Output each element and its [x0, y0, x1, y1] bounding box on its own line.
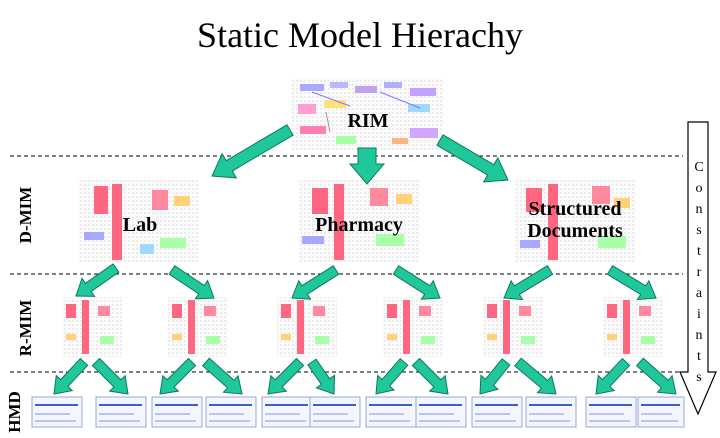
- level-label-hmd: HMD: [5, 391, 24, 433]
- lab-label: Lab: [100, 214, 180, 236]
- constraints-letter: r: [696, 265, 702, 280]
- lab-diagram: [78, 180, 198, 262]
- hierarchy-arrow: [392, 265, 441, 300]
- hierarchy-arrow: [375, 358, 409, 395]
- hierarchy-arrow: [291, 265, 340, 300]
- rim-diagram: [292, 78, 444, 150]
- hierarchy-arrow: [606, 265, 657, 301]
- constraints-letter: s: [696, 223, 702, 238]
- hierarchy-arrow: [53, 357, 89, 395]
- pharmacy-diagram: [298, 180, 420, 262]
- constraints-letter: n: [695, 328, 703, 343]
- level-label-dmim: D-MIM: [16, 186, 35, 244]
- constraints-letter: t: [697, 244, 701, 259]
- rim-label: RIM: [347, 110, 389, 132]
- structured-label-line: Structured: [528, 198, 622, 220]
- constraints-letter: n: [695, 202, 703, 217]
- hmd-thumbnail: [585, 396, 637, 428]
- hierarchy-arrow: [211, 124, 294, 179]
- hierarchy-arrow: [201, 357, 243, 395]
- pharmacy-label-line: Pharmacy: [315, 214, 403, 236]
- constraints-letter: o: [695, 181, 703, 196]
- hierarchy-arrow: [436, 134, 509, 183]
- hmd-thumbnail: [365, 396, 417, 428]
- constraints-letter: C: [694, 160, 704, 175]
- hmd-thumbnail: [261, 396, 313, 428]
- rmim-diagram: [168, 297, 228, 357]
- pharmacy-label: Pharmacy: [298, 214, 420, 236]
- hierarchy-arrow: [348, 147, 386, 185]
- lab-label-line: Lab: [122, 214, 158, 236]
- hierarchy-arrow: [635, 357, 677, 395]
- rmim-diagram: [483, 297, 543, 357]
- hierarchy-arrow: [307, 358, 336, 395]
- constraints-letter: i: [697, 307, 701, 322]
- rmim-diagram: [277, 297, 337, 357]
- constraints-arrow: [679, 121, 717, 416]
- hierarchy-arrow: [91, 357, 129, 395]
- level-label-rmim: R-MIM: [16, 299, 35, 357]
- hmd-thumbnail: [205, 396, 257, 428]
- rmim-diagram: [62, 297, 122, 357]
- hierarchy-arrow: [514, 357, 557, 395]
- documents-label-line: Documents: [527, 220, 623, 242]
- hierarchy-arrow: [595, 357, 631, 395]
- hierarchy-arrow: [411, 357, 449, 395]
- hierarchy-arrow: [168, 265, 215, 300]
- constraints-letter: t: [697, 349, 701, 364]
- hmd-thumbnail: [151, 396, 203, 428]
- hierarchy-arrow: [267, 357, 305, 395]
- constraints-letter: a: [695, 286, 703, 301]
- arrow-group: [53, 124, 677, 395]
- hierarchy-arrow: [159, 357, 197, 395]
- hmd-thumbnail: [471, 396, 523, 428]
- structured-documents-diagram: [514, 180, 636, 262]
- page-title: Static Model Hierachy: [197, 15, 523, 55]
- hmd-thumbnail: [637, 396, 685, 428]
- hmd-thumbnail: [309, 396, 361, 428]
- hierarchy-arrow: [75, 263, 120, 297]
- rmim-diagram: [603, 297, 663, 357]
- hmd-thumbnail: [525, 396, 577, 428]
- hmd-thumbnail: [31, 396, 83, 428]
- hmd-thumbnail: [95, 396, 147, 428]
- hmd-thumbnails: [31, 396, 685, 428]
- structured-documents-label: Structured Documents: [506, 198, 644, 242]
- hierarchy-arrow: [503, 265, 554, 301]
- hmd-thumbnail: [415, 396, 467, 428]
- rmim-diagram: [383, 297, 443, 357]
- constraints-letter: s: [696, 370, 702, 385]
- hierarchy-arrow: [479, 358, 511, 395]
